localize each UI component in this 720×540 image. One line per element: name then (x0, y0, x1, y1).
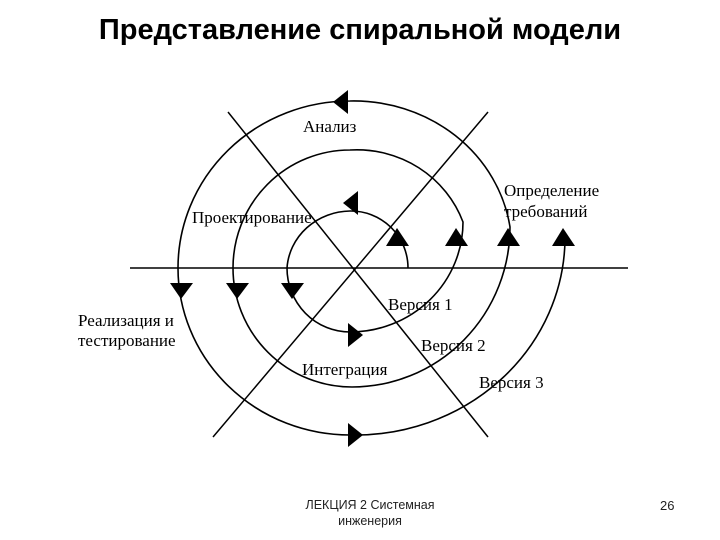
label-implementation-line1: Реализация и (78, 311, 174, 330)
label-requirements-line1: Определение (504, 181, 599, 200)
arrow-down-marker-1 (170, 283, 193, 299)
arrow-right-marker-2 (348, 423, 363, 447)
page-number: 26 (660, 498, 675, 513)
axes (130, 111, 628, 438)
arrow-down-marker-3 (281, 283, 304, 299)
spiral-path (177, 100, 566, 436)
arrow-left-marker-2 (343, 191, 358, 215)
footer-caption: ЛЕКЦИЯ 2 Системная инженерия (270, 497, 470, 529)
diagonal-axis-ascending (212, 111, 489, 438)
label-version-2: Версия 2 (421, 336, 486, 355)
arrow-up-marker-2 (445, 228, 468, 246)
diagonal-axis-descending (227, 111, 489, 438)
label-design: Проектирование (192, 208, 312, 227)
spiral (177, 100, 566, 436)
arrow-markers (170, 90, 575, 447)
arrow-down-marker-2 (226, 283, 249, 299)
phase-labels: Анализ Проектирование Определение требов… (78, 117, 599, 392)
arrow-up-marker-1 (386, 228, 409, 246)
label-analysis: Анализ (303, 117, 357, 136)
footer-line-1: ЛЕКЦИЯ 2 Системная (305, 498, 435, 512)
label-version-1: Версия 1 (388, 295, 453, 314)
arrow-up-marker-4 (552, 228, 575, 246)
arrow-right-marker-1 (348, 323, 363, 347)
slide-title: Представление спиральной модели (98, 14, 622, 46)
label-implementation-line2: тестирование (78, 331, 176, 350)
label-requirements-line2: требований (504, 202, 587, 221)
arrow-left-marker-1 (333, 90, 348, 114)
label-version-3: Версия 3 (479, 373, 544, 392)
arrow-up-marker-3 (497, 228, 520, 246)
label-integration: Интеграция (302, 360, 388, 379)
footer-line-2: инженерия (338, 514, 402, 528)
